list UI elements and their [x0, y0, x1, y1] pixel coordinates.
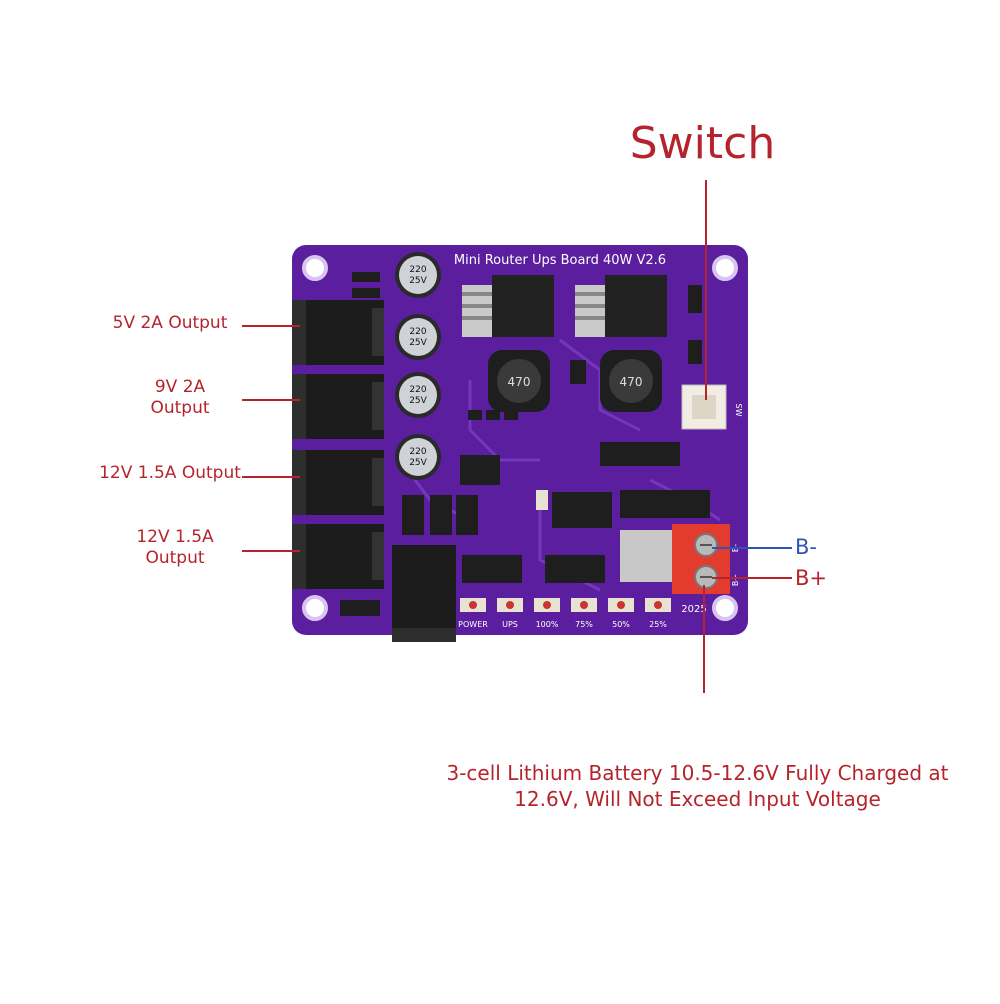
led-label-100: 100% — [536, 620, 559, 629]
dc-jack-9v — [292, 374, 384, 439]
switch-silkscreen: SW — [734, 404, 743, 417]
inductor-2-value: 470 — [620, 375, 643, 389]
regulator-1 — [462, 275, 554, 337]
cap-3-value: 220 — [409, 385, 426, 395]
led-power: POWER — [458, 598, 488, 629]
b-minus-label: B- — [795, 535, 817, 559]
output-12v-a-label: 12V 1.5A Output — [99, 463, 241, 483]
output-12v-b-label-text: 12V 1.5A Output — [136, 527, 214, 569]
led-label-power: POWER — [458, 620, 488, 629]
dc-jack-5v — [292, 300, 384, 365]
led-75: 75% — [571, 598, 597, 629]
cap-1-voltage: 25V — [409, 276, 427, 286]
inductor-1: 470 — [488, 350, 550, 412]
mounting-holes — [302, 255, 738, 621]
smd-crystal — [536, 490, 548, 510]
terminal-plus-mark: B+ — [731, 574, 740, 586]
cap-3-voltage: 25V — [409, 396, 427, 406]
board-title: Mini Router Ups Board 40W V2.6 — [454, 253, 666, 268]
led-ups: UPS — [497, 598, 523, 629]
cap-4-value: 220 — [409, 447, 426, 457]
led-label-75: 75% — [575, 620, 593, 629]
led-label-25: 25% — [649, 620, 667, 629]
cap-1-value: 220 — [409, 265, 426, 275]
cap-2-value: 220 — [409, 327, 426, 337]
led-25: 25% — [645, 598, 671, 629]
leader-lines — [242, 180, 792, 693]
dc-jack-12v-b — [292, 524, 384, 589]
regulator-2 — [575, 275, 667, 337]
led-50: 50% — [608, 598, 634, 629]
cap-4-voltage: 25V — [409, 458, 427, 468]
output-12v-b-label: 12V 1.5A Output — [100, 527, 250, 570]
board-year: 2025 — [681, 604, 706, 615]
led-row: POWER UPS 100% 75% 50% 25% — [458, 598, 671, 629]
inductor-1-value: 470 — [508, 375, 531, 389]
b-plus-label: B+ — [795, 566, 828, 590]
battery-terminal: B- B+ — [620, 524, 740, 594]
led-100: 100% — [534, 598, 560, 629]
cap-2-voltage: 25V — [409, 338, 427, 348]
switch-connector — [681, 384, 727, 430]
smd-components — [340, 272, 710, 616]
inductor-2: 470 — [600, 350, 662, 412]
led-label-50: 50% — [612, 620, 630, 629]
dc-jack-12v-a — [292, 450, 384, 515]
led-label-ups: UPS — [502, 620, 518, 629]
output-9v-label-text: 9V 2A Output — [150, 377, 210, 419]
switch-label: Switch — [629, 118, 776, 169]
battery-note: 3-cell Lithium Battery 10.5-12.6V Fully … — [446, 761, 949, 811]
dc-input-jack — [392, 545, 456, 642]
output-9v-label: 9V 2A Output — [120, 377, 240, 420]
output-5v-label: 5V 2A Output — [112, 313, 228, 333]
